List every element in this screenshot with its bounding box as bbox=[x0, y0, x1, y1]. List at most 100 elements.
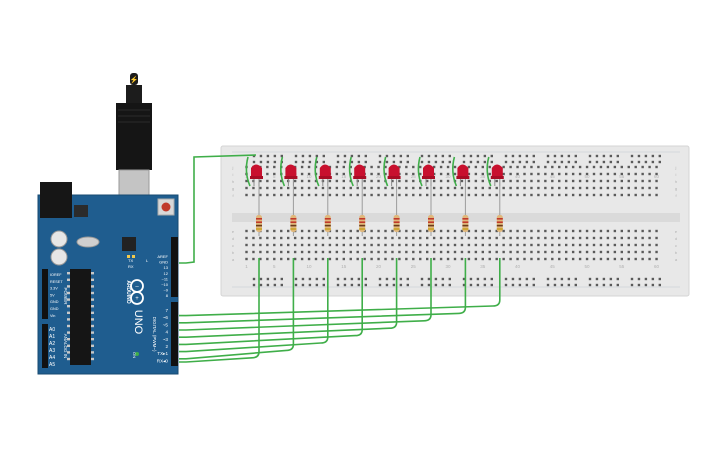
breadboard-hole[interactable] bbox=[502, 250, 505, 254]
breadboard-hole[interactable] bbox=[392, 277, 396, 281]
breadboard-hole[interactable] bbox=[259, 283, 263, 287]
breadboard-hole[interactable] bbox=[462, 277, 466, 281]
breadboard-hole[interactable] bbox=[315, 283, 319, 287]
breadboard-hole[interactable] bbox=[606, 186, 610, 190]
breadboard-hole[interactable] bbox=[602, 283, 606, 287]
breadboard-hole[interactable] bbox=[530, 179, 533, 183]
breadboard-hole[interactable] bbox=[609, 160, 613, 164]
breadboard-hole[interactable] bbox=[384, 172, 387, 176]
breadboard-hole[interactable] bbox=[434, 160, 438, 164]
breadboard-hole[interactable] bbox=[280, 257, 283, 261]
breadboard-hole[interactable] bbox=[641, 172, 644, 176]
breadboard-hole[interactable] bbox=[300, 193, 304, 197]
breadboard-hole[interactable] bbox=[616, 160, 619, 164]
breadboard-hole[interactable] bbox=[585, 172, 589, 176]
breadboard-hole[interactable] bbox=[613, 250, 617, 254]
breadboard-hole[interactable] bbox=[483, 283, 487, 287]
breadboard-hole[interactable] bbox=[385, 277, 389, 281]
breadboard-hole[interactable] bbox=[357, 154, 361, 158]
breadboard-hole[interactable] bbox=[412, 257, 415, 261]
breadboard-hole[interactable] bbox=[467, 172, 471, 176]
breadboard-hole[interactable] bbox=[343, 160, 347, 164]
breadboard-hole[interactable] bbox=[655, 186, 658, 190]
red-led[interactable] bbox=[490, 164, 504, 187]
breadboard-hole[interactable] bbox=[391, 193, 394, 197]
breadboard-hole[interactable] bbox=[432, 229, 436, 233]
breadboard-hole[interactable] bbox=[336, 277, 340, 281]
breadboard-hole[interactable] bbox=[252, 160, 256, 164]
breadboard-hole[interactable] bbox=[467, 186, 471, 190]
breadboard-hole[interactable] bbox=[364, 277, 367, 281]
breadboard-hole[interactable] bbox=[356, 236, 359, 240]
breadboard-hole[interactable] bbox=[516, 257, 519, 261]
breadboard-hole[interactable] bbox=[469, 154, 473, 158]
breadboard-hole[interactable] bbox=[356, 186, 359, 190]
breadboard-hole[interactable] bbox=[273, 165, 276, 169]
breadboard-hole[interactable] bbox=[335, 179, 339, 183]
breadboard-hole[interactable] bbox=[518, 277, 522, 281]
breadboard-hole[interactable] bbox=[565, 165, 568, 169]
breadboard-hole[interactable] bbox=[378, 154, 382, 158]
breadboard-hole[interactable] bbox=[328, 179, 332, 183]
breadboard-hole[interactable] bbox=[398, 257, 401, 261]
breadboard-hole[interactable] bbox=[634, 179, 637, 183]
breadboard-hole[interactable] bbox=[377, 193, 380, 197]
breadboard-hole[interactable] bbox=[474, 193, 478, 197]
breadboard-hole[interactable] bbox=[476, 154, 480, 158]
breadboard-hole[interactable] bbox=[490, 277, 493, 281]
breadboard-hole[interactable] bbox=[280, 154, 283, 158]
breadboard-hole[interactable] bbox=[412, 186, 415, 190]
breadboard-hole[interactable] bbox=[571, 179, 575, 183]
breadboard-hole[interactable] bbox=[613, 236, 617, 240]
breadboard-hole[interactable] bbox=[315, 154, 319, 158]
breadboard-hole[interactable] bbox=[509, 250, 512, 254]
breadboard-hole[interactable] bbox=[406, 283, 409, 287]
breadboard-hole[interactable] bbox=[321, 186, 325, 190]
breadboard-hole[interactable] bbox=[634, 243, 637, 247]
breadboard-hole[interactable] bbox=[592, 186, 596, 190]
breadboard-hole[interactable] bbox=[335, 243, 339, 247]
breadboard-hole[interactable] bbox=[419, 186, 422, 190]
breadboard-hole[interactable] bbox=[293, 186, 297, 190]
breadboard-hole[interactable] bbox=[405, 193, 408, 197]
breadboard-hole[interactable] bbox=[578, 229, 582, 233]
breadboard-hole[interactable] bbox=[266, 172, 269, 176]
breadboard-hole[interactable] bbox=[349, 257, 352, 261]
breadboard-hole[interactable] bbox=[370, 193, 373, 197]
breadboard-hole[interactable] bbox=[523, 193, 526, 197]
breadboard-hole[interactable] bbox=[266, 179, 269, 183]
breadboard-hole[interactable] bbox=[620, 243, 623, 247]
breadboard-hole[interactable] bbox=[560, 283, 564, 287]
led-ground-jumper[interactable] bbox=[452, 156, 458, 187]
breadboard-hole[interactable] bbox=[321, 250, 325, 254]
breadboard-hole[interactable] bbox=[385, 160, 389, 164]
red-led[interactable] bbox=[353, 164, 367, 187]
breadboard-hole[interactable] bbox=[551, 179, 554, 183]
breadboard-hole[interactable] bbox=[280, 229, 283, 233]
breadboard-hole[interactable] bbox=[349, 236, 352, 240]
breadboard-hole[interactable] bbox=[342, 179, 345, 183]
breadboard-hole[interactable] bbox=[488, 250, 491, 254]
breadboard-hole[interactable] bbox=[574, 277, 577, 281]
breadboard-hole[interactable] bbox=[460, 179, 464, 183]
breadboard-hole[interactable] bbox=[469, 277, 473, 281]
breadboard-hole[interactable] bbox=[474, 165, 478, 169]
breadboard-hole[interactable] bbox=[434, 154, 438, 158]
breadboard-hole[interactable] bbox=[502, 165, 505, 169]
breadboard-hole[interactable] bbox=[370, 236, 373, 240]
breadboard-hole[interactable] bbox=[585, 250, 589, 254]
breadboard-hole[interactable] bbox=[336, 154, 340, 158]
breadboard-hole[interactable] bbox=[532, 160, 535, 164]
breadboard-hole[interactable] bbox=[551, 165, 554, 169]
breadboard-hole[interactable] bbox=[308, 277, 312, 281]
breadboard-hole[interactable] bbox=[488, 165, 491, 169]
breadboard-hole[interactable] bbox=[280, 283, 283, 287]
breadboard-hole[interactable] bbox=[502, 243, 505, 247]
breadboard-hole[interactable] bbox=[280, 250, 283, 254]
breadboard-hole[interactable] bbox=[558, 257, 561, 261]
breadboard-hole[interactable] bbox=[293, 179, 297, 183]
breadboard-hole[interactable] bbox=[537, 257, 540, 261]
breadboard-hole[interactable] bbox=[627, 165, 630, 169]
breadboard-hole[interactable] bbox=[335, 250, 339, 254]
breadboard-hole[interactable] bbox=[558, 186, 561, 190]
